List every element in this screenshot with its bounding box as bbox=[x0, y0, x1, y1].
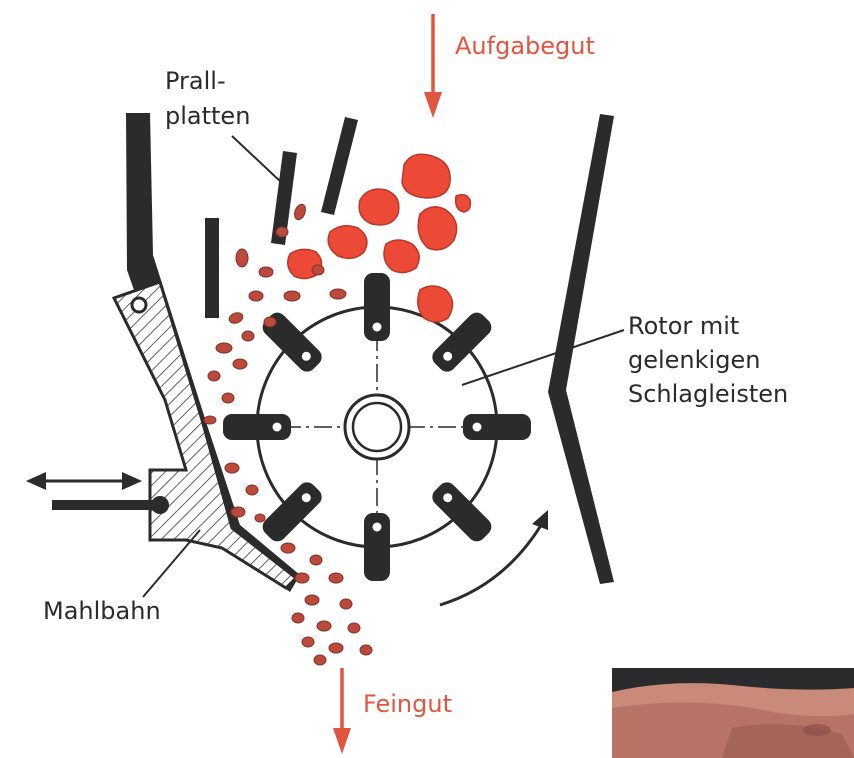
feed-label: Aufgabegut bbox=[455, 31, 595, 61]
rotor-label-line3: Schlagleisten bbox=[628, 379, 788, 409]
fine-product-label: Feingut bbox=[363, 689, 452, 719]
impact-plate bbox=[321, 117, 358, 215]
push-rod bbox=[52, 500, 160, 510]
rotor-label-line1: Rotor mit bbox=[628, 311, 739, 341]
impact-plates bbox=[205, 117, 358, 318]
skin-photo-icon bbox=[612, 668, 854, 758]
pivot-pin bbox=[132, 298, 146, 312]
skin-photo-inset bbox=[612, 668, 854, 758]
feed-arrow bbox=[424, 14, 442, 118]
grinding-track-label: Mahlbahn bbox=[43, 596, 161, 626]
impact-plate bbox=[205, 218, 219, 318]
fine-product-arrow bbox=[333, 668, 351, 754]
rotor-label-line2: gelenkigen bbox=[628, 345, 760, 375]
adjustment-arrow bbox=[26, 472, 142, 490]
impact-plates-label-line1: Prall- bbox=[165, 66, 226, 96]
rotor-leader bbox=[462, 330, 624, 385]
impact-plates-leader bbox=[232, 136, 282, 183]
impact-plates-label-line2: platten bbox=[165, 101, 250, 131]
right-housing-wall bbox=[548, 114, 614, 584]
